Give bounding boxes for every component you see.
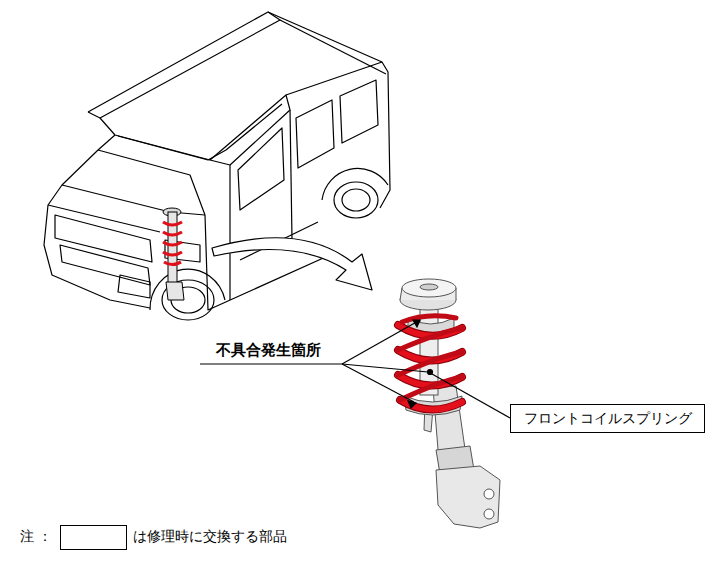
part-name-box: フロントコイルスプリング: [510, 404, 705, 433]
legend-text: は修理時に交換する部品: [133, 528, 287, 546]
note-label: 注 ：: [20, 528, 52, 546]
part-name: フロントコイルスプリング: [524, 410, 692, 428]
defect-location-label: 不具合発生箇所: [216, 341, 321, 360]
legend-swatch: [60, 525, 127, 550]
